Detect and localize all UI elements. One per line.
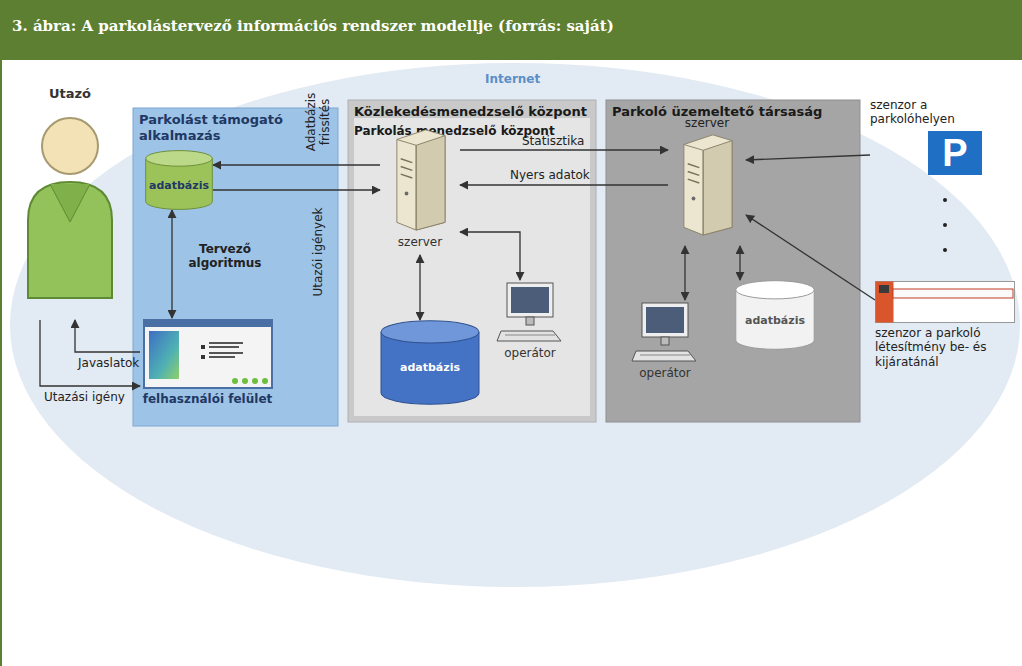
database-cylinder: adatbázis — [735, 280, 815, 350]
parking-sensor-sign: szenzor a parkolóhelyenP — [870, 98, 1015, 176]
node-label: szerver — [668, 116, 746, 130]
node-label: felhasználói felület — [140, 392, 275, 406]
node-label: szenzor a parkolóhelyen — [870, 98, 1015, 127]
node-label: szenzor a parkoló létesítmény be- és kij… — [875, 326, 1015, 369]
header-bar — [0, 0, 1022, 60]
operator-workstation: operátor — [625, 300, 705, 390]
connector-arrow — [746, 155, 870, 160]
connector-arrow — [40, 320, 140, 386]
screen-icon — [140, 318, 275, 390]
connector-arrow — [460, 149, 668, 150]
node-label: Parkolást támogató alkalmazás — [139, 112, 289, 143]
node-label: operátor — [490, 346, 570, 360]
traveller-figure: Utazó — [20, 86, 120, 320]
connector-arrow — [739, 246, 740, 280]
edge-label: Javaslatok — [78, 356, 142, 370]
node-label: Parkoló üzemeltető társaság — [612, 104, 852, 120]
node-label: Közlekedésmenedzselő központ — [354, 104, 590, 120]
operator-company-panel: Parkoló üzemeltető társaságszerver adatbá… — [606, 100, 860, 422]
operator-workstation: operátor — [490, 280, 570, 372]
app-panel-fill — [133, 108, 338, 426]
connector-arrow — [684, 246, 685, 300]
centre-inner-fill — [354, 118, 590, 416]
edge-label: Utazási igény — [44, 390, 140, 404]
server-icon: szerver — [668, 116, 746, 246]
edge-label: Tervező algoritmus — [180, 242, 270, 270]
gate-sensor: szenzor a parkoló létesítmény be- és kij… — [875, 280, 1015, 390]
connector-arrow — [213, 189, 380, 190]
barrier-icon — [875, 280, 1015, 324]
edge-label: Statisztika — [522, 134, 598, 148]
region-label: Internet — [485, 72, 540, 86]
node-label: szerver — [380, 235, 460, 249]
ellipsis-dot — [943, 248, 947, 252]
person-icon — [20, 102, 120, 302]
traffic-centre-panel: Közlekedésmenedzselő központParkolás men… — [348, 100, 596, 422]
node-label: adatbázis — [400, 361, 460, 374]
ellipsis-dot — [943, 198, 947, 202]
parking-sign-letter: P — [928, 131, 982, 175]
centre-panel-fill — [348, 100, 596, 422]
pc-icon — [625, 300, 705, 364]
connector-arrow — [213, 164, 380, 165]
connector-arrow — [460, 184, 668, 185]
edge-label: Utazói igények — [311, 202, 325, 302]
database-cylinder: adatbázis — [145, 150, 213, 210]
node-label: operátor — [625, 366, 705, 380]
frame-line — [0, 60, 2, 666]
user-interface: felhasználói felület — [140, 318, 275, 418]
internet-cloud — [10, 63, 1020, 587]
pc-icon — [490, 280, 570, 344]
edge-label: Adatbázis frissítés — [304, 86, 332, 158]
connector-arrow — [171, 210, 172, 318]
server-icon — [668, 130, 746, 238]
node-label: adatbázis — [745, 314, 805, 327]
ellipsis-dot — [943, 223, 947, 227]
connector-arrow — [75, 320, 140, 352]
operator-panel-fill — [606, 100, 860, 422]
server-icon: szerver — [380, 125, 460, 255]
connector-arrow — [460, 232, 520, 280]
node-label: Utazó — [20, 86, 120, 102]
connector-arrow — [419, 255, 420, 320]
database-cylinder: adatbázis — [380, 320, 480, 405]
node-label: adatbázis — [149, 179, 209, 192]
server-icon — [380, 125, 460, 233]
edge-label: Nyers adatok — [510, 168, 600, 182]
figure-title: 3. ábra: A parkolástervező információs r… — [12, 17, 1012, 35]
